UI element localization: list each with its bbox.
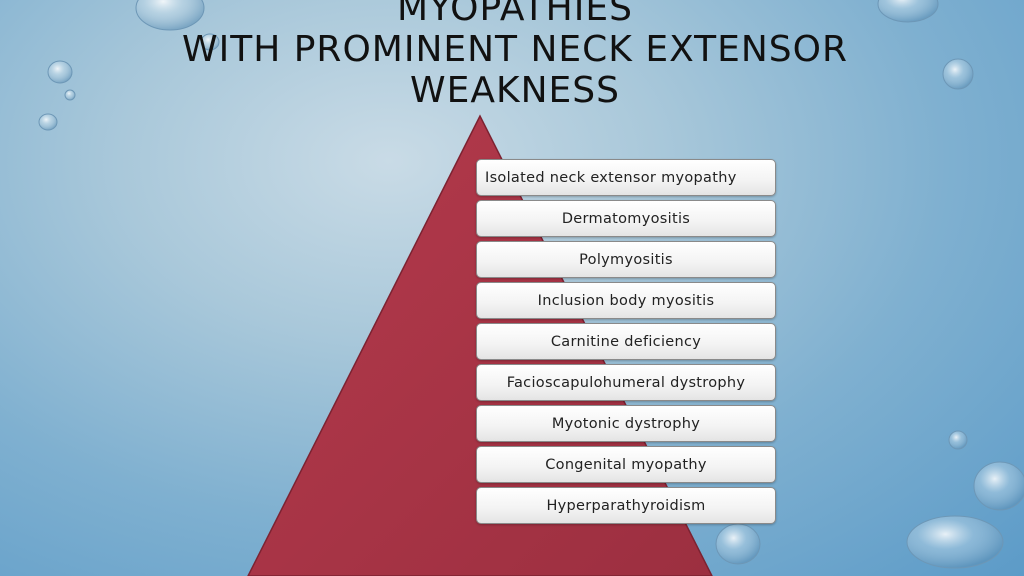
pyramid-level-3: Polymyositis	[476, 241, 776, 278]
pyramid-level-8: Congenital myopathy	[476, 446, 776, 483]
pyramid-level-1: Isolated neck extensor myopathy	[476, 159, 776, 196]
pyramid-level-7: Myotonic dystrophy	[476, 405, 776, 442]
slide-title: MYOPATHIES WITH PROMINENT NECK EXTENSOR …	[150, 0, 880, 111]
pyramid-level-6: Facioscapulohumeral dystrophy	[476, 364, 776, 401]
title-line-2: WITH PROMINENT NECK EXTENSOR	[182, 29, 848, 70]
pyramid-level-5: Carnitine deficiency	[476, 323, 776, 360]
pyramid-level-2: Dermatomyositis	[476, 200, 776, 237]
pyramid-level-4: Inclusion body myositis	[476, 282, 776, 319]
title-line-3: WEAKNESS	[410, 70, 620, 111]
pyramid-level-9: Hyperparathyroidism	[476, 487, 776, 524]
title-line-1: MYOPATHIES	[397, 0, 633, 29]
